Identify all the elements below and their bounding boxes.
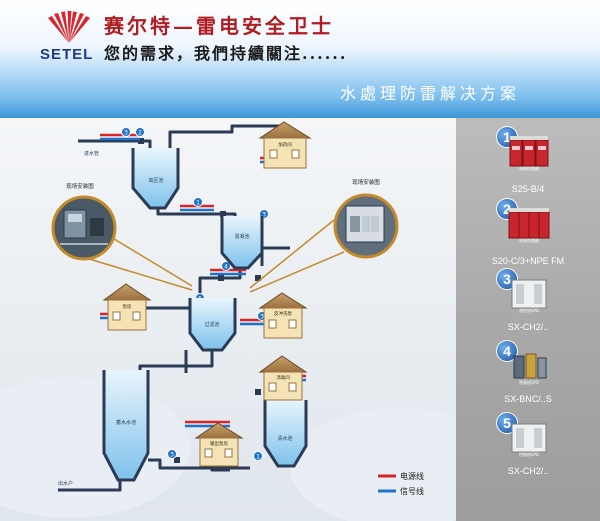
building-backwash-pump: 反冲洗泵 bbox=[258, 292, 308, 339]
slogan: 您的需求，我們持續關注...... bbox=[104, 44, 348, 63]
product-name: SX-CH2/.. bbox=[507, 322, 549, 332]
building-pump-room: 泵房 bbox=[102, 283, 152, 331]
spd-3pole-red-icon: 电源防雷器 bbox=[509, 136, 549, 171]
tank-label: 混凝池 bbox=[234, 233, 249, 240]
legend: 电源线 信号线 bbox=[378, 471, 424, 496]
header-banner: SETEL 赛尔特—雷电安全卫士 您的需求，我們持續關注...... 水處理防雷… bbox=[0, 0, 600, 118]
storage-outlet-pipe bbox=[148, 458, 250, 470]
spd-badge: 1 bbox=[253, 451, 263, 461]
setel-logo-icon bbox=[48, 11, 90, 43]
legend-power-label: 电源线 bbox=[400, 471, 424, 481]
svg-text:测控线SPD: 测控线SPD bbox=[519, 307, 539, 313]
valve-icon bbox=[255, 275, 261, 281]
spd-badge: 1 bbox=[193, 197, 203, 207]
svg-text:3: 3 bbox=[124, 130, 128, 137]
tank-label: 过滤池 bbox=[204, 321, 219, 328]
tank-label: 高区池 bbox=[148, 177, 163, 184]
svg-text:4: 4 bbox=[224, 264, 228, 271]
spd-badge: 3 bbox=[121, 127, 131, 137]
product-item-5: 5 控制线SPD SX-CH2/.. bbox=[456, 412, 600, 482]
product-name: S20-C/3+NPE FM bbox=[491, 256, 565, 266]
valve-icon bbox=[218, 275, 224, 281]
valve-icon bbox=[138, 138, 144, 144]
building-dosing-room: 加药间 bbox=[258, 121, 312, 169]
spd-badge: 4 bbox=[221, 261, 231, 271]
outlet-pipe bbox=[58, 480, 122, 492]
diagram-canvas: 3 2 1 2 3 4 2 5 3 2 3 3 1 高区池 bbox=[0, 118, 456, 521]
svg-text:控制线SPD: 控制线SPD bbox=[519, 451, 539, 457]
product-name: SX-BNC/..S bbox=[504, 394, 552, 404]
building-label: 输出泵房 bbox=[210, 440, 228, 447]
svg-text:2: 2 bbox=[138, 130, 142, 137]
callout-title: 现场安装图 bbox=[66, 182, 94, 190]
page-title: 水處理防雷解决方案 bbox=[340, 84, 521, 103]
svg-text:电源防雷器: 电源防雷器 bbox=[519, 165, 539, 171]
tank-clear-water: 清水池 bbox=[263, 400, 308, 468]
svg-text:3: 3 bbox=[262, 212, 266, 219]
building-label: 反冲洗泵 bbox=[274, 310, 292, 317]
valve-icon bbox=[255, 389, 261, 395]
product-item-1: 1 电源防雷器 S25-B/4 bbox=[456, 126, 600, 196]
company-name: 赛尔特—雷电安全卫士 bbox=[104, 14, 334, 38]
building-label: 加药间 bbox=[278, 141, 292, 148]
valve-icons bbox=[138, 138, 261, 463]
product-item-3: 3 测控线SPD SX-CH2/.. bbox=[456, 268, 600, 338]
svg-text:1: 1 bbox=[196, 200, 200, 207]
spd-4pole-red-icon: 电源防雷器 bbox=[508, 208, 550, 243]
legend-signal-label: 信号线 bbox=[400, 486, 424, 496]
product-number: 4 bbox=[496, 340, 518, 362]
water-treatment-diagram: 3 2 1 2 3 4 2 5 3 2 3 3 1 高区池 bbox=[0, 118, 456, 521]
callout-left: 现场安装图 bbox=[51, 182, 193, 291]
tank-filter: 过滤池 bbox=[188, 298, 237, 352]
building-label: 消毒间 bbox=[276, 374, 290, 381]
tank-high-zone: 高区池 bbox=[131, 148, 180, 210]
building-label: 泵房 bbox=[123, 303, 132, 310]
background-basin bbox=[290, 408, 456, 521]
spd-badge: 2 bbox=[135, 127, 145, 137]
product-item-4: 4 视频线SPD SX-BNC/..S bbox=[456, 340, 600, 410]
product-name: S25-B/4 bbox=[511, 184, 545, 194]
svg-text:视频线SPD: 视频线SPD bbox=[519, 379, 539, 385]
tank-coagulation: 混凝池 bbox=[220, 216, 264, 270]
valve-icon bbox=[174, 457, 180, 463]
valve-icon bbox=[220, 211, 226, 217]
coax-spd-icon: 视频线SPD bbox=[513, 353, 547, 385]
product-panel: 1 电源防雷器 S25-B/4 2 电源防雷器 bbox=[456, 118, 600, 521]
output-pipe bbox=[210, 466, 230, 472]
signal-spd-module-icon: 测控线SPD bbox=[511, 279, 547, 313]
tank-label: 蓄水水池 bbox=[116, 419, 136, 426]
tank-storage: 蓄水水池 bbox=[102, 370, 150, 482]
svg-text:3: 3 bbox=[260, 314, 264, 321]
product-item-2: 2 电源防雷器 S20-C/3+NPE FM bbox=[456, 198, 600, 268]
building-output-pump: 输出泵房 bbox=[194, 422, 244, 467]
callout-title: 现场安装图 bbox=[352, 178, 380, 186]
callout-right: 现场安装图 bbox=[249, 178, 399, 293]
tank-label: 清水池 bbox=[277, 435, 292, 442]
pipe-to-storage bbox=[138, 350, 214, 373]
logo-wordmark: SETEL bbox=[40, 46, 94, 63]
signal-spd-module-icon: 控制线SPD bbox=[511, 423, 547, 457]
inlet-label: 进水管 bbox=[84, 150, 99, 157]
product-name: SX-CH2/.. bbox=[507, 466, 549, 476]
svg-text:电源防雷器: 电源防雷器 bbox=[519, 237, 539, 243]
svg-text:3: 3 bbox=[170, 452, 174, 459]
dosing-pipe bbox=[168, 124, 280, 150]
outlet-label: 出水户 bbox=[58, 480, 73, 487]
svg-text:1: 1 bbox=[256, 454, 260, 461]
building-disinfection: 消毒间 bbox=[258, 355, 308, 401]
spd-badge: 3 bbox=[167, 449, 177, 459]
